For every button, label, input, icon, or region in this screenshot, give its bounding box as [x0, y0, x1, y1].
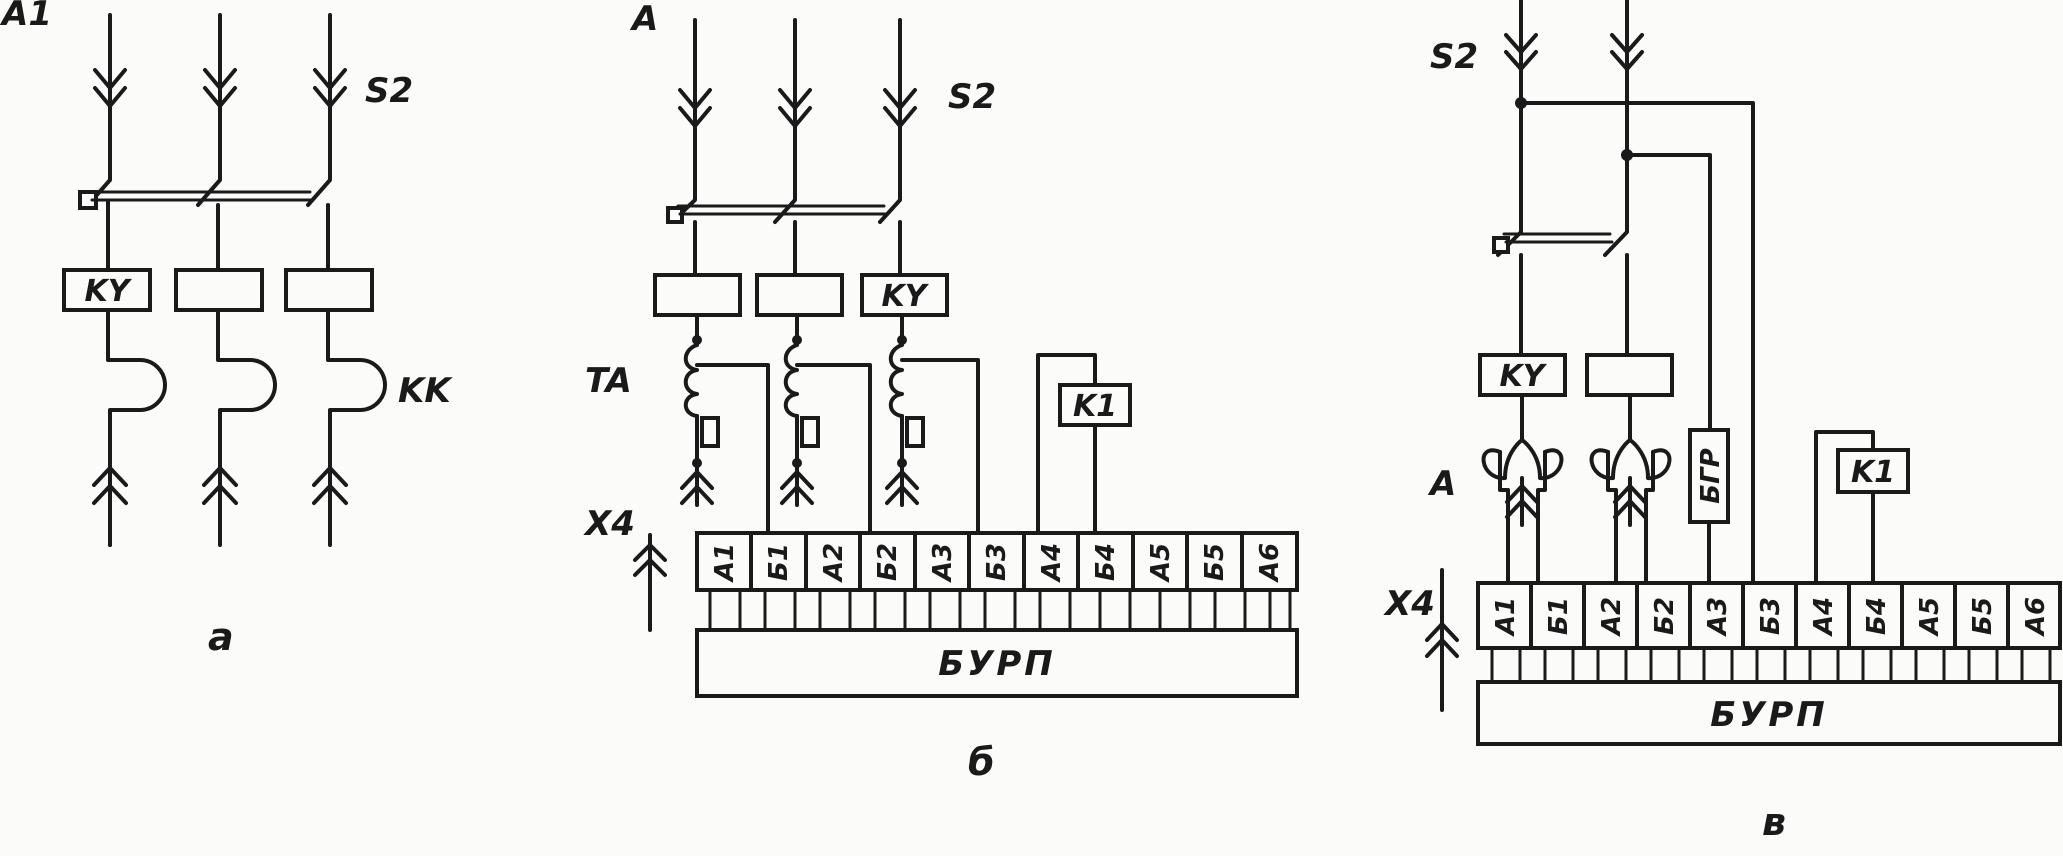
terminal-b-8: Б4 [1091, 543, 1121, 581]
diagram-a: A1 S2 KK а KY [0, 0, 453, 659]
terminal-b-10: Б5 [1200, 543, 1230, 581]
terminal-c-4: Б2 [1650, 597, 1680, 635]
caption-c: в [1762, 800, 1786, 844]
label-a-b: A [629, 0, 658, 39]
terminal-c-1: А1 [1491, 597, 1521, 637]
diagram-c: S2 A X4 в KY БГР [1383, 0, 2062, 844]
terminal-c-2: Б1 [1544, 597, 1574, 635]
terminal-strip-c: А1 Б1 А2 Б2 А3 Б3 А4 Б4 А5 Б5 А6 [1476, 581, 2062, 650]
label-s2-a: S2 [365, 71, 413, 111]
label-a-c: A [1427, 464, 1456, 504]
terminal-b-1: А1 [710, 543, 740, 583]
diagram-b: A S2 TA X4 б KY [583, 0, 1299, 784]
terminal-b-11: А6 [1255, 543, 1285, 583]
caption-a: а [208, 615, 234, 659]
relay-ky-a: KY [85, 274, 133, 309]
relay-ky-b: KY [882, 279, 930, 314]
phase-1-a: KY [62, 13, 167, 547]
terminal-b-6: Б3 [982, 543, 1012, 581]
unit-burp-c: БУРП [1710, 695, 1828, 735]
block-k1-b: K1 [1073, 389, 1117, 424]
terminal-c-6: Б3 [1756, 597, 1786, 635]
terminal-c-11: А6 [2021, 597, 2051, 637]
label-s2-c: S2 [1430, 37, 1478, 77]
relay-ky-c: KY [1500, 359, 1548, 394]
phase-3-a [284, 13, 387, 547]
label-x4-c: X4 [1383, 584, 1435, 624]
label-a1: A1 [0, 0, 52, 34]
terminal-c-8: Б4 [1862, 597, 1892, 635]
terminal-c-5: А3 [1703, 597, 1733, 637]
terminal-strip-b: А1 Б1 А2 Б2 А3 Б3 А4 Б4 А5 Б5 А6 [695, 531, 1299, 592]
caption-b: б [968, 740, 995, 784]
terminal-c-7: А4 [1809, 597, 1839, 637]
block-k1-c: K1 [1851, 455, 1895, 490]
terminal-b-7: А4 [1037, 543, 1067, 583]
terminal-c-3: А2 [1597, 597, 1627, 637]
terminal-b-3: А2 [819, 543, 849, 583]
unit-burp-b: БУРП [938, 644, 1056, 684]
terminal-c-9: А5 [1915, 597, 1945, 637]
label-ta: TA [585, 361, 632, 401]
label-kk: KK [398, 371, 453, 411]
terminal-b-9: А5 [1146, 543, 1176, 583]
current-transformers-c [1481, 438, 1672, 585]
label-x4-b: X4 [583, 504, 635, 544]
terminal-b-5: А3 [928, 543, 958, 583]
phase-2-a [174, 13, 277, 547]
block-bgr: БГР [1696, 448, 1726, 503]
terminal-b-2: Б1 [764, 543, 794, 581]
label-s2-b: S2 [948, 77, 996, 117]
terminal-c-10: Б5 [1968, 597, 1998, 635]
terminal-b-4: Б2 [873, 543, 903, 581]
current-transformers-b [680, 335, 925, 507]
